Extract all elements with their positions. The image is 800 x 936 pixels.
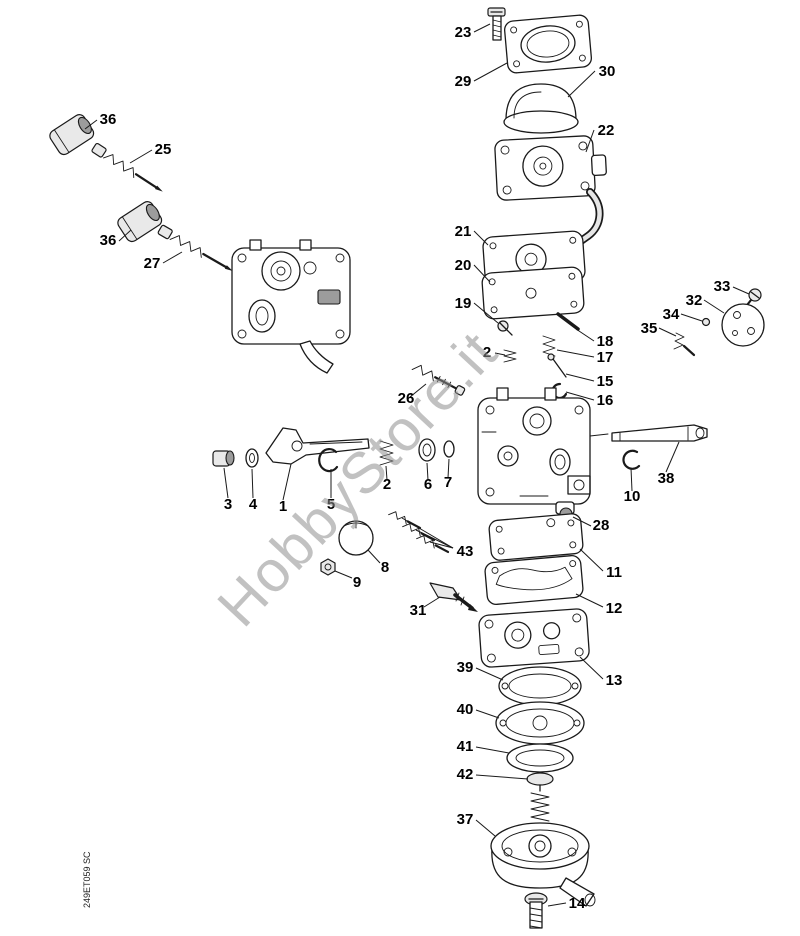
part-40-diaphragm (495, 701, 585, 745)
callout-40: 40 (457, 701, 474, 718)
callout-10: 10 (624, 488, 641, 505)
part-39-gasket (498, 666, 582, 706)
callout-14: 14 (569, 895, 586, 912)
callout-22: 22 (598, 122, 615, 139)
part-22-pump-body (494, 135, 607, 258)
callout-31: 31 (410, 602, 427, 619)
part-6-washer (418, 438, 436, 462)
callout-6: 6 (424, 476, 432, 493)
callout-13: 13 (606, 672, 623, 689)
callout-41: 41 (457, 738, 474, 755)
callout-20: 20 (455, 257, 472, 274)
part-3-socket (212, 450, 235, 467)
callout-33: 33 (714, 278, 731, 295)
part-35-spring-screw (673, 332, 696, 357)
part-33-screw (742, 288, 762, 311)
part-left-carburetor-body (231, 239, 351, 374)
callout-2-upper: 2 (483, 344, 491, 361)
part-26-screw (411, 364, 466, 396)
callout-18: 18 (597, 333, 614, 350)
callout-38: 38 (658, 470, 675, 487)
callout-35: 35 (641, 320, 658, 337)
callout-19: 19 (455, 295, 472, 312)
callout-27: 27 (144, 255, 161, 272)
part-41-ring-gasket (506, 743, 574, 773)
callout-23: 23 (455, 24, 472, 41)
part-9-nut (320, 558, 336, 576)
callout-8: 8 (381, 559, 389, 576)
part-15-needle (547, 353, 567, 378)
part-1-lever (265, 427, 370, 465)
part-23-screw (487, 7, 506, 41)
callout-21: 21 (455, 223, 472, 240)
part-main-carburetor-body (477, 387, 609, 515)
part-2-upper-spring (503, 349, 517, 363)
part-17-spring (542, 335, 556, 357)
part-32-disc (721, 303, 765, 347)
callout-36-left: 36 (100, 232, 117, 249)
part-13-end-cover (478, 608, 590, 668)
part-2-lower-spring (379, 440, 394, 466)
callout-25: 25 (155, 141, 172, 158)
callout-1: 1 (279, 498, 287, 515)
part-14-screw (524, 892, 548, 929)
part-18-pin (556, 312, 580, 331)
doc-code: 249ET059 SC (82, 851, 92, 908)
callout-28: 28 (593, 517, 610, 534)
callout-12: 12 (606, 600, 623, 617)
callout-36-top: 36 (100, 111, 117, 128)
callout-11: 11 (606, 564, 622, 581)
callout-43: 43 (457, 543, 474, 560)
part-12-diaphragm (484, 554, 584, 606)
part-31-plug (429, 582, 478, 612)
callout-labels: 23 29 30 22 21 20 19 33 32 34 35 18 17 1… (100, 24, 731, 912)
callout-42: 42 (457, 766, 474, 783)
part-42-valve-spring (526, 772, 554, 825)
part-8-disc (338, 520, 374, 556)
leader-lines (84, 23, 750, 907)
callout-5: 5 (327, 496, 335, 513)
part-7-o-ring (443, 440, 455, 458)
part-38-rod (611, 424, 708, 442)
callout-17: 17 (597, 349, 614, 366)
callout-26: 26 (398, 390, 415, 407)
callout-32: 32 (686, 292, 703, 309)
part-25-needle-screw (91, 142, 163, 192)
callout-30: 30 (599, 63, 616, 80)
part-34-pin (701, 317, 711, 327)
part-19-screw (497, 320, 513, 336)
part-20-gasket (481, 266, 585, 320)
part-10-clip (622, 449, 641, 470)
callout-7: 7 (444, 474, 452, 491)
part-5-clip (318, 447, 339, 473)
callout-4: 4 (249, 496, 258, 513)
callout-15: 15 (597, 373, 614, 390)
part-11-gasket (488, 513, 584, 561)
callout-34: 34 (663, 306, 680, 323)
callout-3: 3 (224, 496, 232, 513)
callout-2-lower: 2 (383, 476, 391, 493)
part-27-needle-screw (157, 224, 233, 271)
callout-16: 16 (597, 392, 614, 409)
part-36-cap-top (49, 114, 95, 156)
callout-9: 9 (353, 574, 361, 591)
part-29-cover-plate (503, 14, 593, 74)
part-30-primer-bulb (503, 83, 579, 134)
callout-39: 39 (457, 659, 474, 676)
callout-29: 29 (455, 73, 472, 90)
part-4-washer (245, 448, 259, 468)
part-37-pump-end-body (490, 822, 596, 907)
callout-37: 37 (457, 811, 474, 828)
